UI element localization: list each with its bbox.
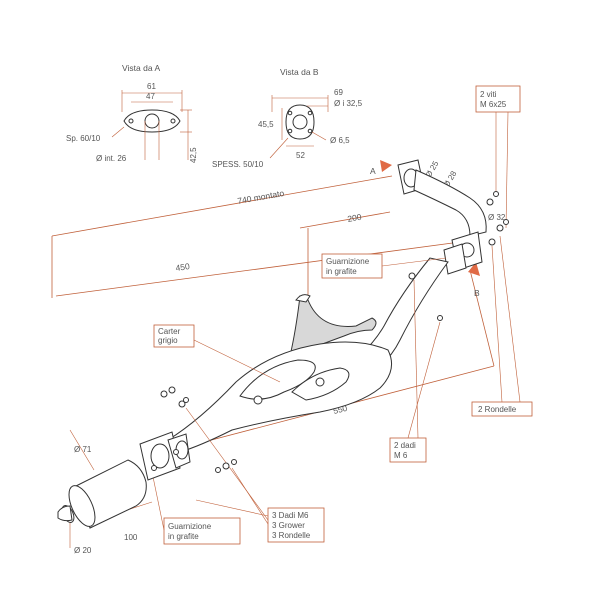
dim-740-line	[51, 175, 393, 237]
callout-screws: 2 viti M 6x25	[475, 85, 521, 229]
callout-screws-line2: M 6x25	[480, 100, 507, 109]
callout-screws-line1: 2 viti	[480, 90, 497, 99]
marker-b-label: B	[474, 288, 480, 298]
middle-flange-bore	[150, 443, 170, 469]
view-b-dim-i32-5: Ø i 32,5	[334, 99, 363, 108]
dim-200-line	[299, 211, 391, 229]
callout-gasket-bottom-box	[163, 517, 241, 545]
header-pipe	[397, 159, 509, 280]
middle-flange	[139, 431, 191, 481]
washer-3	[215, 467, 221, 473]
grower-1	[168, 386, 176, 394]
end-can-tailpipe	[57, 505, 73, 522]
nut-link-1	[437, 315, 443, 321]
callout-nuts-line1: 2 dadi	[394, 441, 416, 450]
callout-gasket-top-line1: Guarnizione	[326, 257, 370, 266]
screw-2-head	[503, 219, 509, 225]
callout-hardware-line1: 3 Dadi M6	[272, 511, 309, 520]
dim-200-label: 200	[347, 212, 363, 224]
view-b-dim-69: 69	[334, 88, 343, 97]
view-a-dim-61: 61	[147, 82, 156, 91]
dim-dia71: Ø 71	[74, 445, 92, 454]
callout-carter: Carter grigio	[153, 324, 281, 383]
callout-gasket-top-box	[321, 253, 383, 279]
view-b-dim-6-5: Ø 6,5	[330, 136, 350, 145]
callout-hardware-line2: 3 Grower	[272, 521, 305, 530]
callout-hardware-box	[267, 507, 325, 543]
silencer-body	[167, 341, 393, 453]
nut-3	[222, 462, 230, 470]
view-b-title: Vista da B	[280, 67, 319, 77]
dim-740-label: 740 montato	[237, 188, 286, 206]
loose-hardware	[151, 386, 237, 473]
screw-1-head	[493, 191, 499, 197]
view-a-inner-dia: Ø int. 26	[96, 154, 127, 163]
screw-1	[486, 198, 494, 206]
callout-carter-box	[153, 324, 195, 348]
dim-dia20: Ø 20	[74, 546, 92, 555]
callout-carter-line1: Carter	[158, 327, 181, 336]
view-b-bolt-hole-3	[287, 128, 293, 134]
dim-100: 100	[124, 533, 138, 542]
callout-screws-box	[475, 85, 521, 113]
view-a-bolt-hole-right	[170, 118, 176, 124]
silencer-rivet-1	[253, 395, 263, 405]
callout-nuts: 2 dadi M 6	[389, 279, 441, 463]
view-a-thickness: Sp. 60/10	[66, 134, 101, 143]
callout-gasket-top: Guarnizione in grafite	[321, 253, 447, 279]
marker-b-arrow	[468, 262, 480, 276]
view-b-bore	[292, 114, 308, 130]
nut-2	[183, 397, 189, 403]
view-a: Vista da A 61 47 42,5 Sp. 60/10 Ø int. 2…	[66, 63, 198, 163]
bolt-flange-2	[173, 449, 179, 455]
callout-gasket-bottom-line2: in grafite	[168, 532, 199, 541]
washer-2	[178, 400, 186, 408]
view-a-bolt-hole-left	[128, 118, 134, 124]
view-b-bolt-hole-4	[307, 128, 313, 134]
gasket-b	[443, 243, 467, 275]
nut-top	[408, 272, 416, 280]
marker-a-label: A	[370, 166, 376, 176]
silencer-inner-panel-1	[239, 359, 316, 400]
view-b-dim-52: 52	[296, 151, 305, 160]
carter-shield	[289, 295, 377, 357]
callout-carter-line2: grigio	[158, 336, 178, 345]
view-a-dim-42-5: 42,5	[189, 147, 198, 163]
end-can	[57, 459, 147, 529]
view-b: Vista da B 69 Ø i 32,5 45,5 Ø 6,5 52 SPE…	[212, 67, 363, 169]
view-a-title: Vista da A	[122, 63, 160, 73]
view-b-bolt-hole-1	[287, 110, 293, 116]
view-a-dim-47: 47	[146, 92, 155, 101]
view-b-bolt-hole-2	[307, 110, 313, 116]
markers: A B	[370, 160, 480, 298]
callout-washers: 2 Rondelle	[471, 235, 533, 417]
end-can-outlet-face	[68, 485, 96, 527]
nut-1	[160, 390, 168, 398]
callout-hardware: 3 Dadi M6 3 Grower 3 Rondelle	[185, 407, 325, 543]
callout-hardware-line3: 3 Rondelle	[272, 531, 311, 540]
view-b-thickness: SPESS. 50/10	[212, 160, 264, 169]
dim-450-label: 450	[175, 261, 191, 273]
screw-2	[496, 224, 504, 232]
dim-dia32: Ø 32	[488, 213, 506, 222]
callout-washers-text: 2 Rondelle	[478, 405, 517, 414]
callout-gasket-bottom-line1: Guarnizione	[168, 522, 212, 531]
view-a-bore	[144, 113, 160, 129]
bolt-flange-1	[151, 465, 157, 471]
carter-tab	[295, 294, 311, 303]
view-b-dim-45-5: 45,5	[258, 120, 274, 129]
washer-1	[488, 238, 496, 246]
callout-nuts-line2: M 6	[394, 451, 408, 460]
grower-3	[231, 459, 237, 465]
callout-gasket-top-line2: in grafite	[326, 267, 357, 276]
silencer-rivet-2	[315, 377, 325, 387]
callout-gasket-bottom: Guarnizione in grafite	[151, 471, 241, 545]
callout-nuts-box	[389, 437, 427, 463]
marker-a-arrow	[380, 160, 392, 172]
dim-450-line	[55, 241, 461, 297]
